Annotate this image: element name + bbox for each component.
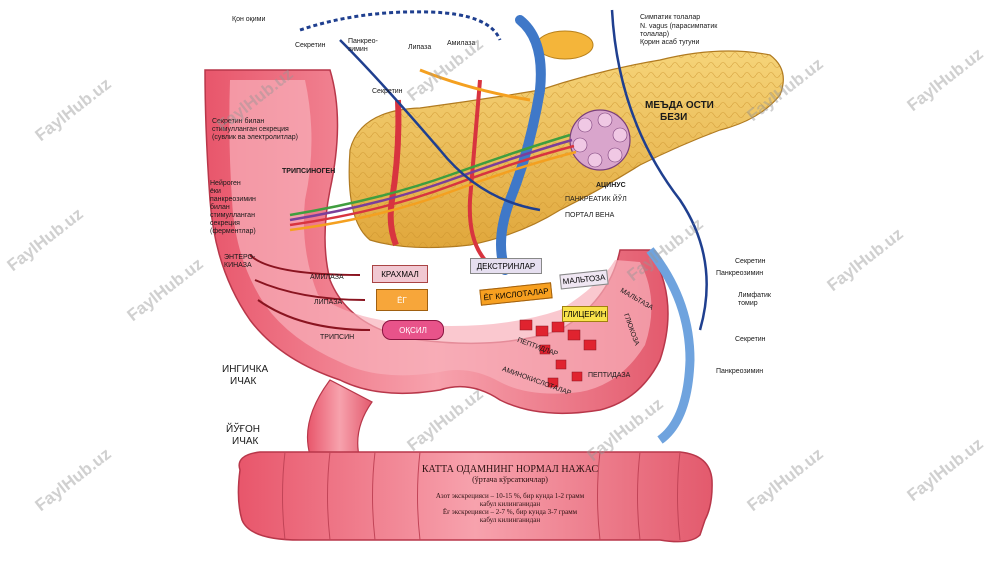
oqsil-label: ОҚСИЛ [399, 325, 427, 335]
caption-line-4: кабул килинганидан [479, 516, 541, 524]
box-yog: ЁГ [376, 289, 428, 311]
label-sekretin-stim-2: стимулланган секреция [212, 126, 289, 133]
right-vessel-blue [646, 247, 695, 444]
label-sekretin-r2: Секретин [735, 336, 766, 343]
box-glitserin: ГЛИЦЕРИН [562, 306, 608, 322]
label-yugon-1: ЙЎҒОН [226, 424, 260, 435]
large-intestine [237, 451, 713, 543]
haustra [282, 451, 681, 541]
label-amilaza-top: Амилаза [447, 40, 476, 47]
label-limfatik-2: томир [738, 300, 758, 307]
box-oqsil: ОҚСИЛ [382, 320, 444, 340]
label-yugon-2: ИЧАК [232, 436, 259, 447]
enzyme-arrows [249, 254, 371, 331]
label-tripsinogen: ТРИПСИНОГЕН [282, 168, 336, 175]
label-entero-1: ЭНТЕРО- [224, 254, 256, 261]
label-sekretin-r1: Секретин [735, 258, 766, 265]
duct-lines [289, 39, 577, 232]
label-portal: ПОРТАЛ ВЕНА [565, 212, 615, 219]
label-lipaza-top: Липаза [408, 44, 432, 51]
label-neyrogen-4: билан [210, 204, 230, 211]
right-vessel-dark [610, 9, 708, 331]
label-neyrogen-1: Нейроген [210, 180, 241, 187]
label-sekretin-stim: Секретин билан [212, 118, 265, 125]
label-kon-oqimi: Қон оқими [232, 16, 266, 23]
label-neyrogen-3: панкреозимин [210, 196, 256, 203]
label-entero-2: КИНАЗА [224, 262, 252, 269]
label-n-vagus: N. vagus (парасимпатик [640, 23, 718, 30]
label-ingichka-2: ИЧАК [230, 376, 257, 387]
celiac-ganglion [536, 30, 594, 60]
label-korin: Қорин асаб тугуни [640, 39, 700, 46]
label-pankreozimin-r2: Панкреозимин [716, 368, 764, 375]
peptide-blocks [519, 319, 597, 388]
yog-label: ЁГ [397, 295, 407, 305]
label-bezi: БЕЗИ [660, 112, 688, 123]
label-lipaza: ЛИПАЗА [314, 299, 343, 306]
maltoza-label: МАЛЬТОЗА [562, 272, 606, 287]
caption-line-3: Ёғ экскрецияси – 2-7 %, бир кунда 3-7 гр… [442, 508, 578, 516]
artery-left [387, 99, 402, 247]
artery-mid [467, 79, 487, 262]
label-sekretin-top: Секретин [295, 42, 326, 49]
label-pankreozimin-r1: Панкреозимин [716, 270, 764, 277]
blood-flow-dashed [299, 10, 502, 41]
label-atsinus: АЦИНУС [596, 182, 626, 189]
label-neyrogen-2: ёки [210, 188, 221, 195]
label-pankreatik: ПАНКРЕАТИК ЙЎЛ [565, 196, 627, 203]
label-tripsin: ТРИПСИН [320, 334, 355, 341]
label-meda-osti: МЕЪДА ОСТИ [645, 100, 714, 111]
label-amilaza: АМИЛАЗА [310, 274, 344, 281]
label-sekretin-mid: Секретин [372, 88, 403, 95]
label-neyrogen-5: стимулланган [210, 212, 255, 219]
label-peptidaza: ПЕПТИДАЗА [588, 372, 631, 379]
duodenum-inner [229, 80, 652, 394]
yog-kislota-label: ЁГ КИСЛОТАЛАР [483, 286, 549, 302]
dekstrinlar-label: ДЕКСТРИНЛАР [476, 261, 536, 271]
label-neyrogen-7: (ферментлар) [210, 228, 256, 235]
krahmal-label: КРАХМАЛ [381, 269, 419, 279]
box-krahmal: КРАХМАЛ [372, 265, 428, 283]
caption-subtitle: (ўртача кўрсаткичлар) [472, 475, 548, 484]
label-n-vagus-2: толалар) [640, 31, 670, 38]
glitserin-label: ГЛИЦЕРИН [563, 309, 607, 319]
label-pankreozimin-top-2: зимин [348, 46, 368, 53]
caption-line-1: Азот экскрецияси – 10-15 %, бир кунда 1-… [435, 492, 585, 500]
caption-block: КАТТА ОДАМНИНГ НОРМАЛ НАЖАС (ўртача кўрс… [380, 464, 640, 524]
label-simpatik: Симпатик толалар [640, 14, 701, 21]
label-neyrogen-6: секреция [210, 220, 240, 227]
label-pankreozimin-top: Панкрео- [348, 38, 378, 45]
label-limfatik-1: Лимфатик [738, 292, 771, 299]
caption-title: КАТТА ОДАМНИНГ НОРМАЛ НАЖАС [421, 464, 599, 475]
box-dekstrinlar: ДЕКСТРИНЛАР [470, 258, 542, 274]
caption-line-2: кабул килинганидан [479, 500, 541, 508]
label-ingichka-1: ИНГИЧКА [222, 364, 269, 375]
label-sekretin-stim-3: (сувлик ва электролитлар) [212, 134, 298, 141]
